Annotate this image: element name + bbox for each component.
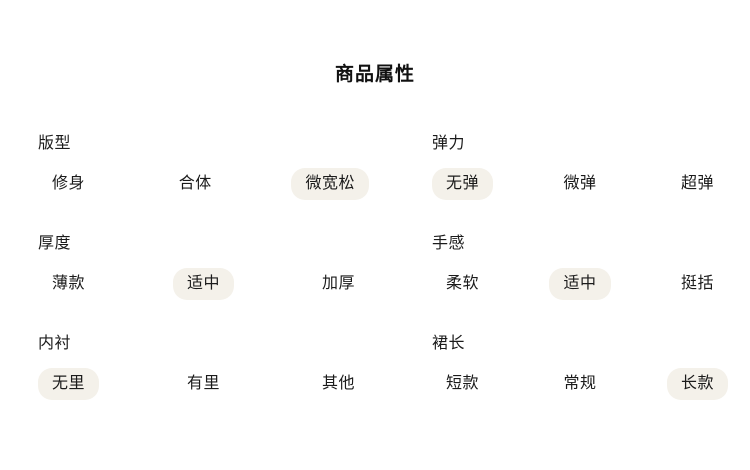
attribute-option[interactable]: 合体 bbox=[178, 175, 212, 192]
attribute-group: 厚度薄款 适中 加厚 bbox=[0, 233, 397, 333]
attribute-group-label: 版型 bbox=[38, 135, 72, 152]
attribute-options-row: 无里 有里 其他 bbox=[38, 368, 369, 400]
attribute-option-selected[interactable]: 无里 bbox=[38, 368, 100, 400]
attribute-option[interactable]: 修身 bbox=[52, 175, 86, 192]
attribute-options-row: 无弹 微弹 超弹 bbox=[432, 168, 728, 200]
attribute-group-label: 弹力 bbox=[432, 135, 466, 152]
attribute-group-label: 内衬 bbox=[38, 335, 72, 352]
attribute-option[interactable]: 微弹 bbox=[563, 175, 597, 192]
attribute-group-label: 裙长 bbox=[432, 335, 466, 352]
attribute-option[interactable]: 短款 bbox=[446, 375, 480, 392]
attribute-group-label: 厚度 bbox=[38, 235, 72, 252]
attribute-option[interactable]: 柔软 bbox=[446, 275, 480, 292]
page-title: 商品属性 bbox=[334, 64, 415, 85]
attribute-option[interactable]: 加厚 bbox=[321, 275, 355, 292]
attribute-option-selected[interactable]: 无弹 bbox=[432, 168, 494, 200]
attribute-option[interactable]: 常规 bbox=[563, 375, 597, 392]
attribute-option[interactable]: 挺括 bbox=[680, 275, 714, 292]
attribute-group: 弹力无弹 微弹 超弹 bbox=[397, 133, 750, 233]
attribute-group: 内衬无里 有里 其他 bbox=[0, 333, 397, 433]
attribute-options-row: 修身 合体 微宽松 bbox=[38, 168, 369, 200]
attribute-option-selected[interactable]: 长款 bbox=[666, 368, 728, 400]
attribute-option-selected[interactable]: 适中 bbox=[549, 268, 611, 300]
attribute-group: 手感柔软 适中 挺括 bbox=[397, 233, 750, 333]
attribute-options-row: 薄款 适中 加厚 bbox=[38, 268, 369, 300]
attribute-options-row: 柔软 适中 挺括 bbox=[432, 268, 728, 300]
attribute-group: 版型修身 合体 微宽松 bbox=[0, 133, 397, 233]
attribute-option[interactable]: 有里 bbox=[186, 375, 220, 392]
attribute-groups-grid: 版型修身 合体 微宽松 弹力无弹 微弹 超弹厚度薄款 适中 加厚 手感柔软 适中 挺括内衬无里 有里 其… bbox=[0, 133, 750, 433]
attribute-group-label: 手感 bbox=[432, 235, 466, 252]
attribute-group: 裙长短款 常规 长款 bbox=[397, 333, 750, 433]
attribute-option[interactable]: 超弹 bbox=[680, 175, 714, 192]
attribute-options-row: 短款 常规 长款 bbox=[432, 368, 728, 400]
attribute-option-selected[interactable]: 微宽松 bbox=[291, 168, 369, 200]
attribute-option[interactable]: 薄款 bbox=[52, 275, 86, 292]
attribute-option[interactable]: 其他 bbox=[321, 375, 355, 392]
attribute-option-selected[interactable]: 适中 bbox=[172, 268, 234, 300]
